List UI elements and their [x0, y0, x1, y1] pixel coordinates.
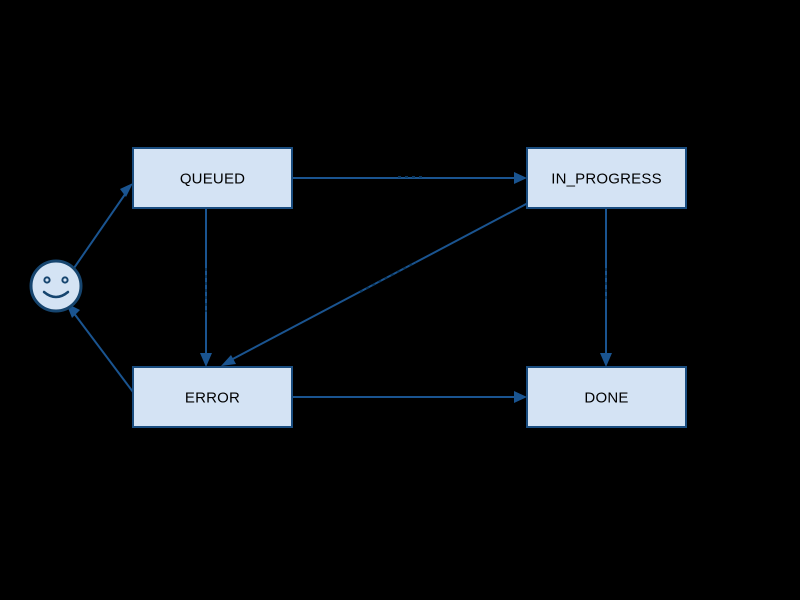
- edge-error-to-start: [66, 303, 134, 393]
- state-node-queued[interactable]: QUEUED: [132, 147, 293, 209]
- edge-start-to-queued: [73, 183, 133, 269]
- arrowhead-icon: [200, 353, 212, 367]
- state-box: [132, 147, 293, 209]
- state-node-in-progress[interactable]: IN_PROGRESS: [526, 147, 687, 209]
- edge-queued-to-in-progress: [292, 172, 527, 184]
- arrowhead-icon: [514, 172, 527, 184]
- state-label-error: ERROR: [185, 390, 240, 407]
- state-node-done[interactable]: DONE: [526, 366, 687, 428]
- state-label-queued: QUEUED: [180, 171, 245, 188]
- arrowhead-icon: [221, 355, 236, 366]
- edge-line: [73, 189, 129, 269]
- edge-in-progress-to-error: [221, 202, 529, 366]
- smiley-mouth-icon: [42, 290, 70, 299]
- smiley-left-eye-icon: [43, 276, 51, 284]
- start-node-smiley[interactable]: [29, 259, 83, 313]
- arrowhead-icon: [514, 391, 527, 403]
- state-box: [132, 366, 293, 428]
- state-node-error[interactable]: ERROR: [132, 366, 293, 428]
- state-label-in-progress: IN_PROGRESS: [551, 171, 662, 188]
- smiley-right-eye-icon: [61, 276, 69, 284]
- edge-error-to-done: [292, 391, 527, 403]
- edge-line: [72, 311, 134, 393]
- edge-queued-to-error: [200, 208, 212, 367]
- state-box: [526, 147, 687, 209]
- state-label-done: DONE: [584, 390, 628, 407]
- smiley-face-icon: [29, 259, 83, 313]
- state-box: [526, 366, 687, 428]
- arrowhead-icon: [600, 353, 612, 367]
- arrowhead-icon: [120, 183, 133, 197]
- edge-in-progress-to-done: [600, 208, 612, 367]
